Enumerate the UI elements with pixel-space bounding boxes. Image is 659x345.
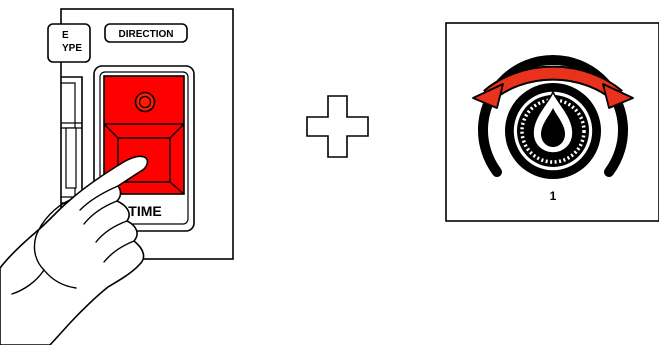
device-panel: E YPE DIRECTION [0, 9, 233, 345]
time-button-label: TIME [128, 203, 161, 219]
type-button-label-line2: YPE [62, 43, 82, 54]
type-button[interactable]: E YPE [48, 24, 90, 62]
direction-button-label: DIRECTION [119, 29, 174, 40]
knob-panel: 1 [446, 23, 659, 221]
knob-number-label: 1 [550, 189, 557, 203]
direction-button[interactable]: DIRECTION [105, 24, 187, 42]
rotary-knob[interactable] [505, 83, 601, 179]
time-button-led [136, 93, 155, 112]
type-button-label-line1: E [62, 30, 69, 41]
plus-icon [307, 96, 368, 157]
